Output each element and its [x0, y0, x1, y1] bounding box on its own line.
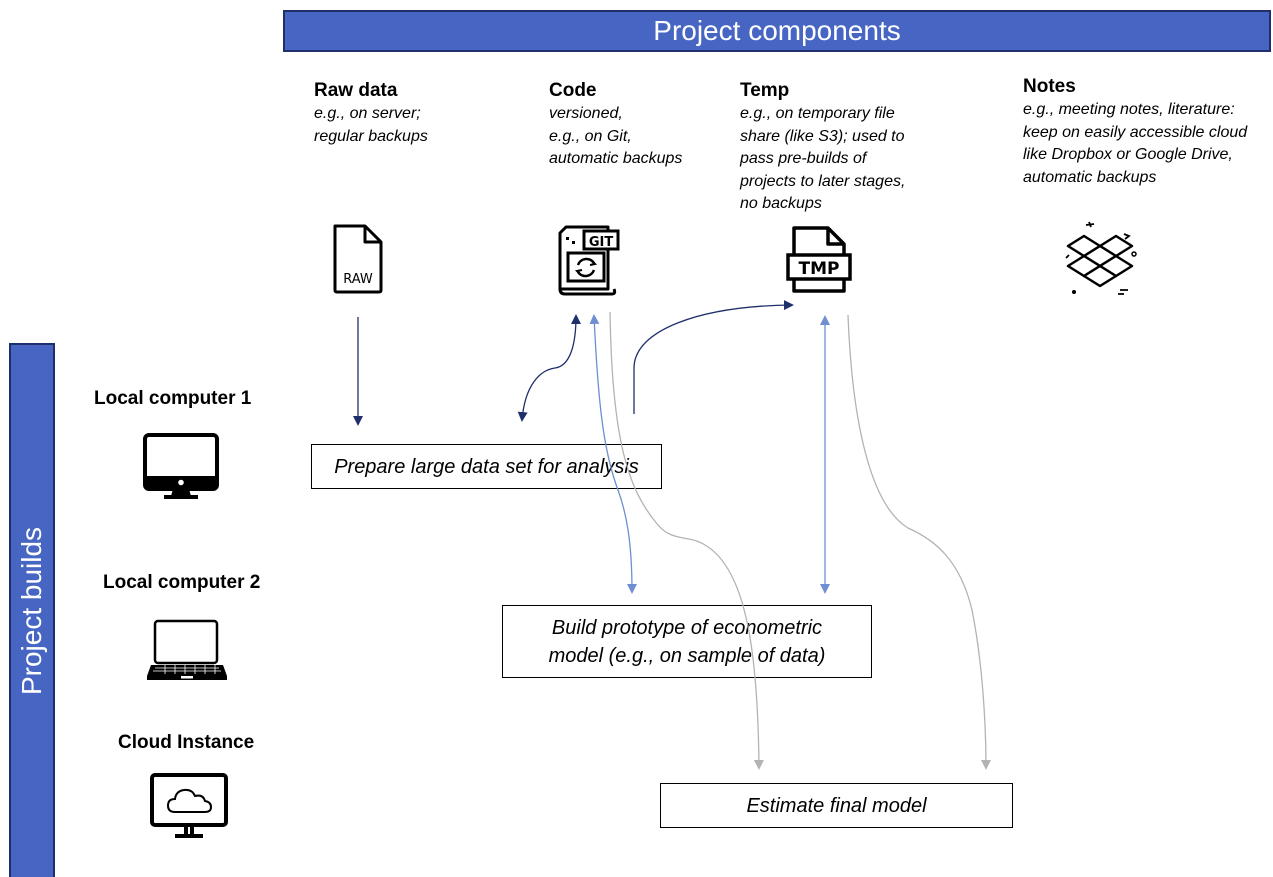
component-desc: e.g., meeting notes, literature: keep on…	[1023, 101, 1248, 186]
component-title: Raw data	[314, 80, 398, 101]
arrow-prepare-code	[517, 314, 581, 422]
git-file-icon: GIT	[556, 223, 622, 297]
arrow-temp-to-estimate	[847, 314, 991, 770]
component-desc: versioned, e.g., on Git, automatic backu…	[549, 105, 683, 167]
component-raw-data: Raw data e.g., on server; regular backup…	[314, 79, 524, 148]
component-desc: e.g., on server; regular backups	[314, 105, 428, 145]
raw-file-icon: RAW	[331, 224, 385, 294]
cloud-monitor-icon	[149, 772, 229, 842]
component-title: Code	[549, 80, 597, 101]
arrow-prepare-to-temp	[633, 300, 794, 414]
svg-text:RAW: RAW	[343, 272, 373, 287]
component-notes: Notes e.g., meeting notes, literature: k…	[1023, 75, 1273, 189]
build-label-local-computer-2: Local computer 2	[103, 572, 261, 593]
header-title: Project components	[653, 15, 901, 46]
component-title: Temp	[740, 80, 790, 101]
component-code: Code versioned, e.g., on Git, automatic …	[549, 79, 729, 171]
svg-text:TMP: TMP	[799, 259, 840, 279]
task-build-prototype: Build prototype of econometric model (e.…	[502, 605, 872, 678]
component-temp: Temp e.g., on temporary file share (like…	[740, 79, 980, 216]
arrow-code-prototype	[589, 314, 637, 594]
component-desc: e.g., on temporary file share (like S3);…	[740, 105, 906, 212]
arrow-code-to-estimate	[609, 311, 764, 770]
project-components-header: Project components	[283, 10, 1271, 52]
svg-text:GIT: GIT	[589, 235, 614, 250]
task-estimate-final-model: Estimate final model	[660, 783, 1013, 828]
build-label-cloud-instance: Cloud Instance	[118, 732, 255, 753]
component-title: Notes	[1023, 76, 1076, 97]
laptop-icon	[145, 618, 229, 684]
build-label-local-computer-1: Local computer 1	[94, 388, 252, 409]
desktop-monitor-icon	[142, 432, 220, 502]
project-builds-sidebar: Project builds	[9, 343, 55, 877]
tmp-file-icon: TMP	[784, 225, 854, 295]
dropbox-icon	[1062, 218, 1142, 298]
